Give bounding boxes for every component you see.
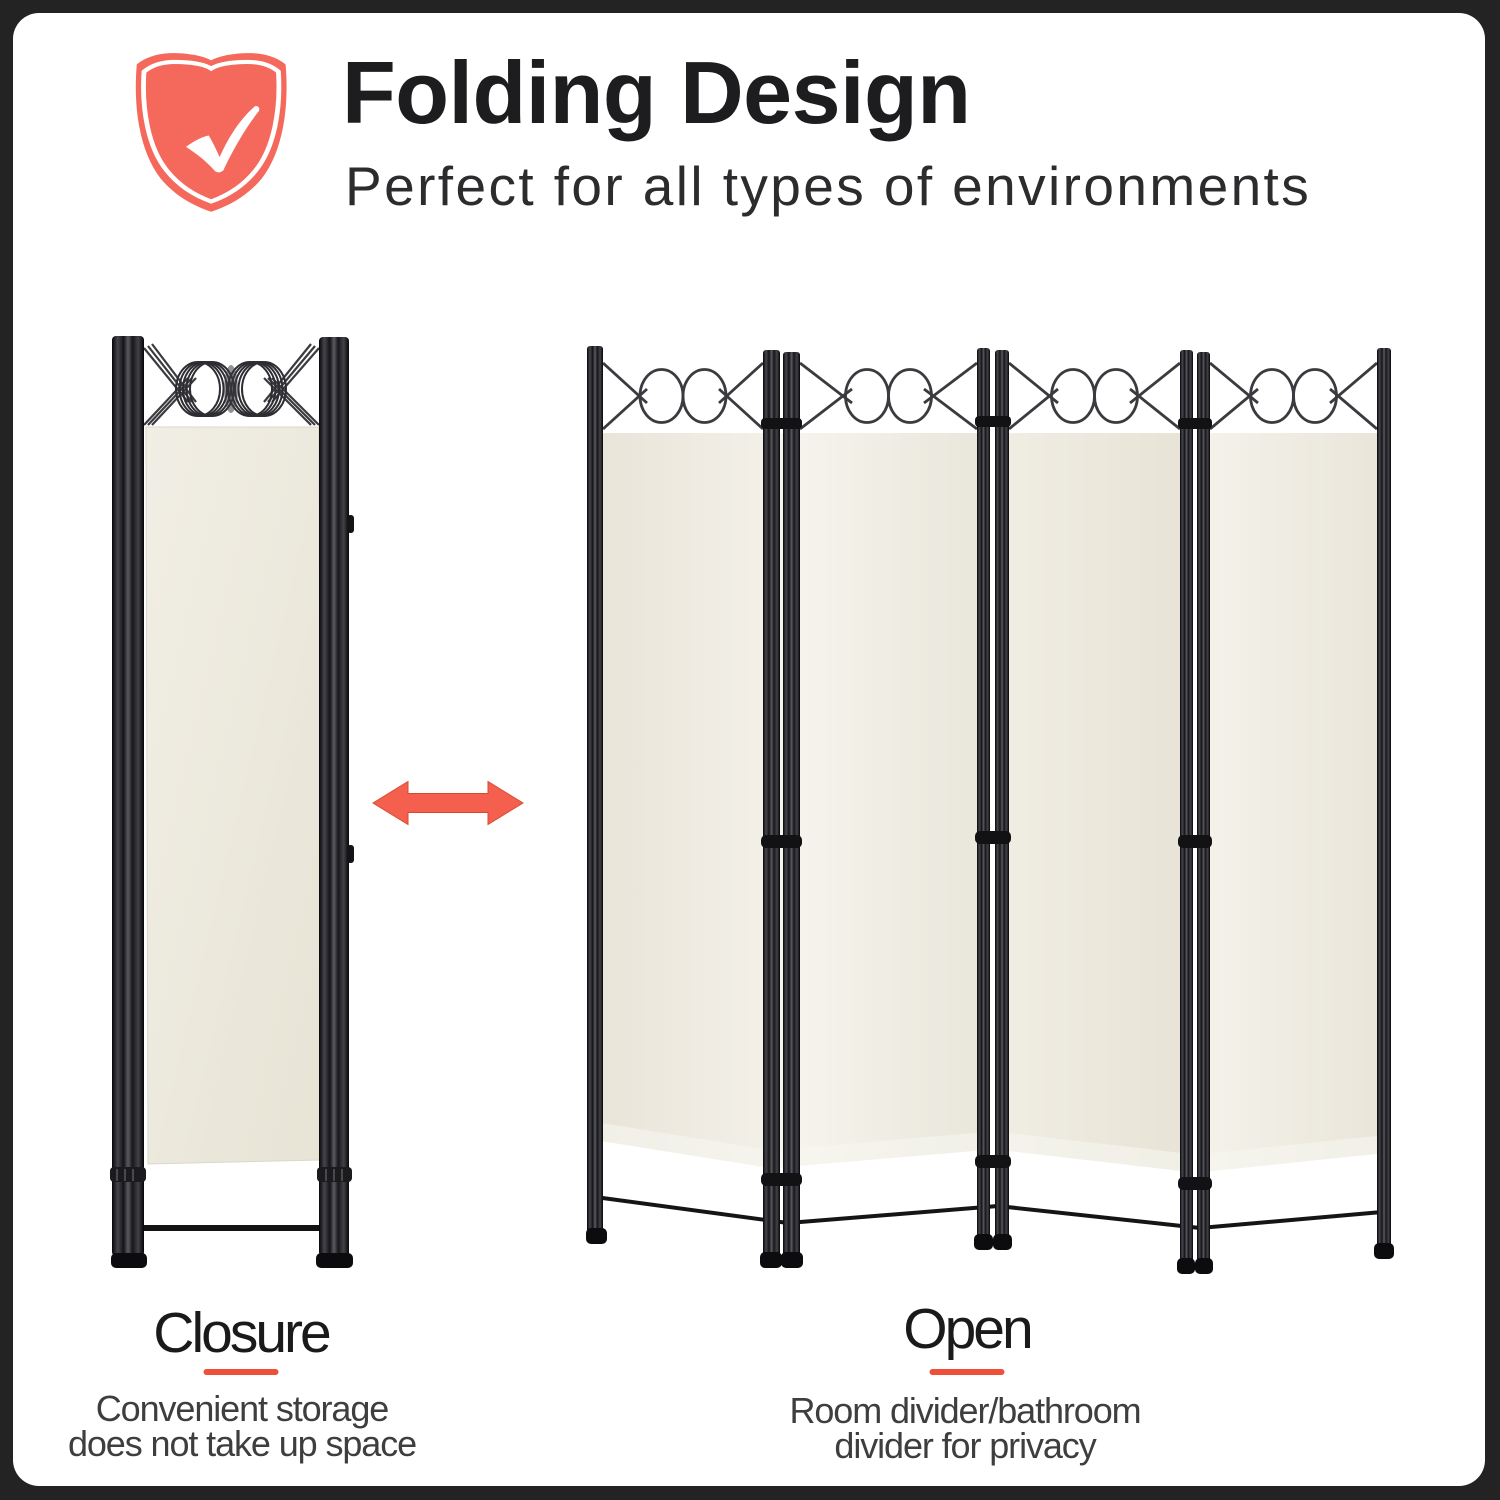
shield-check-icon: [135, 53, 287, 212]
open-figure-label: Open: [903, 1297, 1033, 1361]
double-arrow-icon: [372, 780, 524, 826]
open-figure-caption: Room divider/bathroom divider for privac…: [789, 1390, 1141, 1466]
closed-figure-caption: Convenient storage does not take up spac…: [67, 1388, 417, 1464]
headline: Folding Design: [342, 43, 971, 142]
open-caption-line1: Room divider/bathroom: [789, 1390, 1141, 1431]
open-label-underline: [929, 1369, 1005, 1375]
folded-divider-illustration: [110, 336, 354, 1268]
closed-caption-line2: does not take up space: [67, 1423, 417, 1464]
open-divider-illustration: [586, 346, 1394, 1274]
content-card: Folding Design Perfect for all types of …: [13, 13, 1485, 1486]
subheadline: Perfect for all types of environments: [345, 155, 1312, 217]
open-caption-line2: divider for privacy: [834, 1425, 1096, 1466]
closed-label-underline: [203, 1369, 279, 1375]
closed-figure-label: Closure: [153, 1301, 331, 1365]
closed-caption-line1: Convenient storage: [95, 1388, 390, 1429]
